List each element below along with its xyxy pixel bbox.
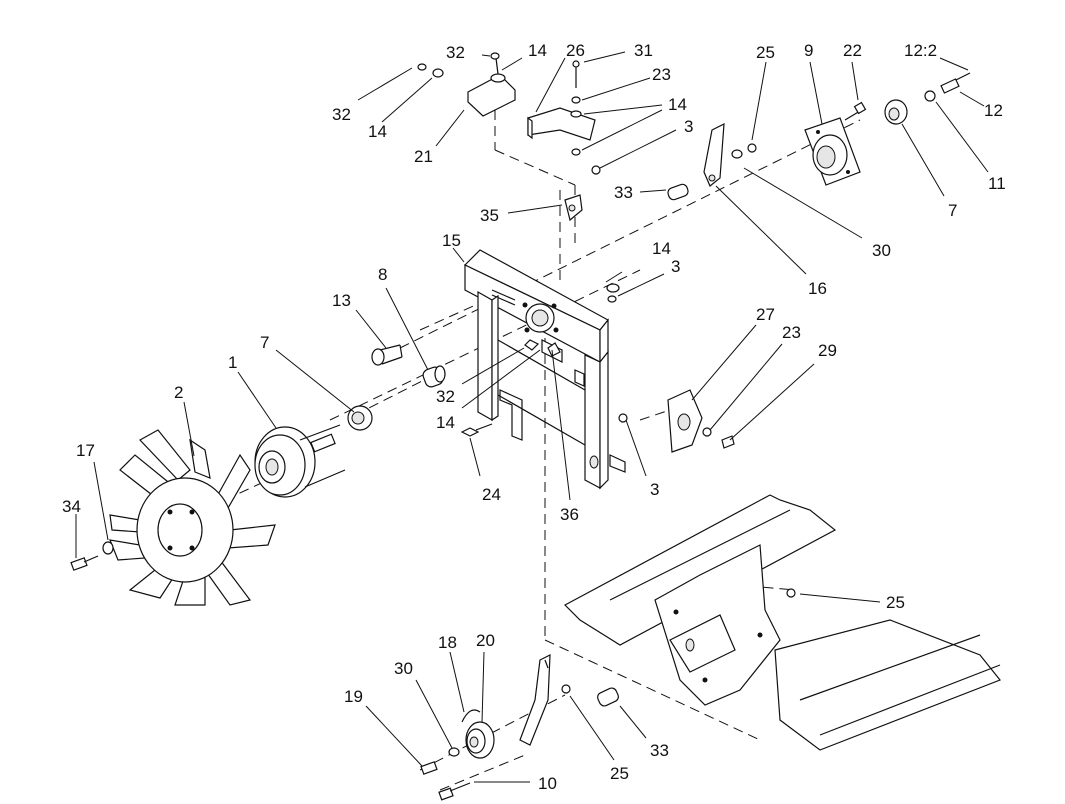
callout-32: 32 xyxy=(332,105,351,124)
callout-8: 8 xyxy=(378,265,387,284)
callout-12-2: 12:2 xyxy=(904,41,937,60)
callout-36: 36 xyxy=(560,505,579,524)
bracket-21 xyxy=(467,52,516,117)
fan-bolt-and-washer xyxy=(70,541,114,571)
callout-3: 3 xyxy=(650,480,659,499)
bracket-26 xyxy=(527,60,601,175)
spacer-33-upper xyxy=(667,183,689,201)
chassis-rail xyxy=(564,494,1001,751)
callout-13: 13 xyxy=(332,291,351,310)
callout-32: 32 xyxy=(436,387,455,406)
callout-14: 14 xyxy=(436,413,455,432)
callout-25: 25 xyxy=(886,593,905,612)
callout-26: 26 xyxy=(566,41,585,60)
callout-25: 25 xyxy=(610,764,629,783)
spacer-33-lower xyxy=(597,687,619,707)
callout-30: 30 xyxy=(872,241,891,260)
callout-35: 35 xyxy=(480,206,499,225)
callout-17: 17 xyxy=(76,441,95,460)
spacer xyxy=(422,365,446,388)
callout-34: 34 xyxy=(62,497,81,516)
callout-23: 23 xyxy=(782,323,801,342)
nut-25-lower xyxy=(561,684,571,694)
callout-10: 10 xyxy=(538,774,557,793)
callout-9: 9 xyxy=(804,41,813,60)
callout-18: 18 xyxy=(438,633,457,652)
bolt-19 xyxy=(420,761,438,775)
callout-33: 33 xyxy=(650,741,669,760)
callout-1: 1 xyxy=(228,353,237,372)
callout-20: 20 xyxy=(476,631,495,650)
callout-15: 15 xyxy=(442,231,461,250)
washer-11 xyxy=(924,90,936,102)
callout-14: 14 xyxy=(668,95,687,114)
callout-12: 12 xyxy=(984,101,1003,120)
callouts: 32 14 26 31 23 14 3 32 14 21 35 25 9 22 … xyxy=(62,41,1006,793)
callout-11: 11 xyxy=(988,174,1006,193)
callout-22: 22 xyxy=(843,41,862,60)
left-hardware-32-14 xyxy=(417,63,444,78)
callout-27: 27 xyxy=(756,305,775,324)
fan xyxy=(109,429,276,606)
nut-25-upper xyxy=(747,143,757,153)
fan-pulley xyxy=(254,424,346,498)
pin xyxy=(371,344,403,366)
callout-25: 25 xyxy=(756,43,775,62)
idler-plate-27 xyxy=(667,389,735,453)
callout-32: 32 xyxy=(446,43,465,62)
bearing-7-upper xyxy=(884,99,908,125)
callout-3: 3 xyxy=(671,257,680,276)
bearing-housing-9 xyxy=(804,117,861,186)
leader-lines xyxy=(75,51,989,783)
strap-35 xyxy=(564,194,583,222)
tension-arm-16 xyxy=(703,122,725,187)
callout-14: 14 xyxy=(528,41,547,60)
washer-30-upper xyxy=(731,149,743,159)
idler-pulley-20 xyxy=(465,721,495,759)
frame-hardware xyxy=(460,283,628,437)
callout-19: 19 xyxy=(344,687,363,706)
callout-16: 16 xyxy=(808,279,827,298)
main-frame xyxy=(463,249,626,490)
callout-3: 3 xyxy=(684,117,693,136)
callout-24: 24 xyxy=(482,485,501,504)
callout-7: 7 xyxy=(260,333,269,352)
callout-14: 14 xyxy=(652,239,671,258)
bearing-lower xyxy=(347,405,373,431)
idler-guard-18 xyxy=(461,709,481,723)
callout-7: 7 xyxy=(948,201,957,220)
callout-30: 30 xyxy=(394,659,413,678)
callout-31: 31 xyxy=(634,41,653,60)
callout-33: 33 xyxy=(614,183,633,202)
callout-23: 23 xyxy=(652,65,671,84)
bolt-22 xyxy=(844,101,867,121)
callout-29: 29 xyxy=(818,341,837,360)
callout-2: 2 xyxy=(174,383,183,402)
bolt-12 xyxy=(940,72,971,94)
callout-21: 21 xyxy=(414,147,433,166)
idler-arm xyxy=(519,654,551,746)
washer-30-lower xyxy=(448,747,460,757)
callout-14: 14 xyxy=(368,122,387,141)
bolt-10 xyxy=(438,782,471,801)
